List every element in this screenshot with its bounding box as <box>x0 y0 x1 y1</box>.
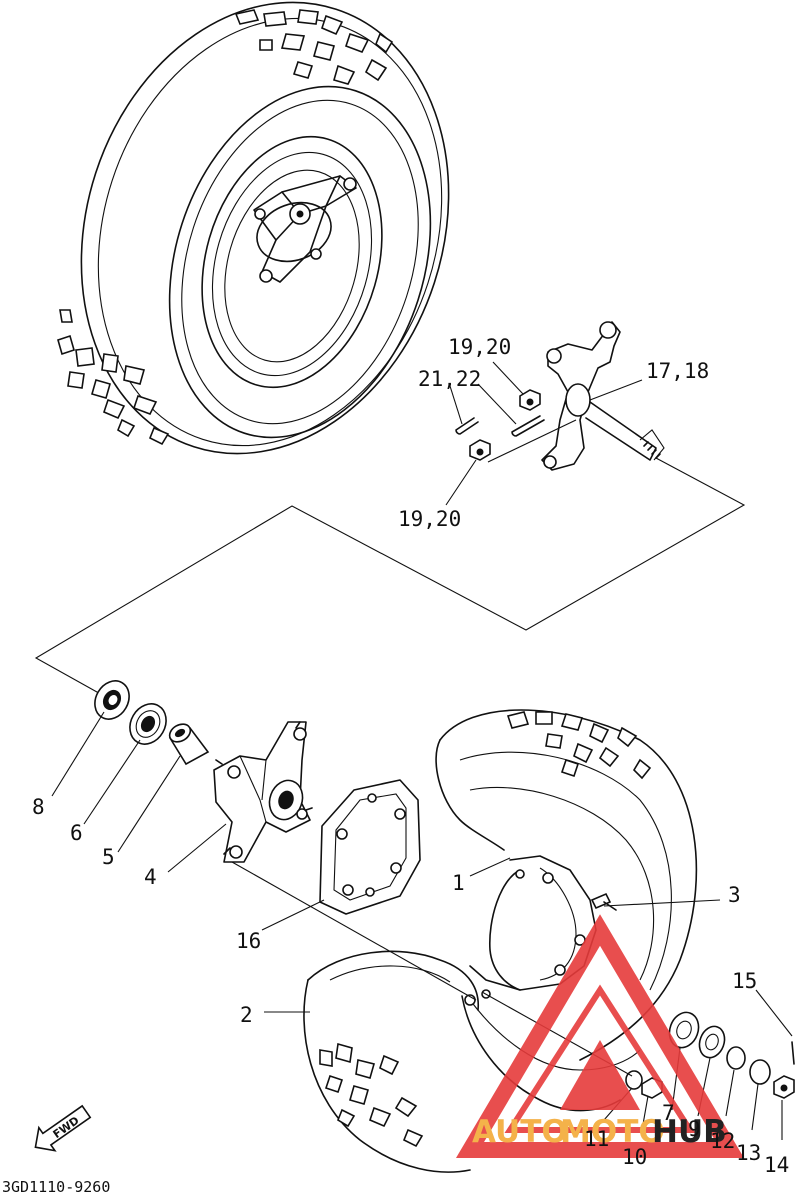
leader-lines-top <box>445 361 643 506</box>
callout-9: 9 <box>688 1117 701 1141</box>
callout-12: 12 <box>710 1129 735 1153</box>
bearing-6 <box>129 703 167 745</box>
automotohub-watermark-logo <box>455 914 745 1158</box>
callout-4: 4 <box>144 865 157 889</box>
fwd-direction-marker: FWD <box>34 1104 92 1152</box>
leader-lines-bottom <box>51 711 793 1140</box>
spacer-5 <box>168 723 210 766</box>
callout-5: 5 <box>102 845 115 869</box>
callout-6: 6 <box>70 821 83 845</box>
diagram-code: 3GD1110-9260 <box>2 1178 110 1195</box>
svg-text:AUTO: AUTO <box>472 1114 568 1150</box>
callout-8: 8 <box>32 795 45 819</box>
callout-15: 15 <box>732 969 757 993</box>
callout-13: 13 <box>736 1141 761 1165</box>
callout-7: 7 <box>662 1101 675 1125</box>
callout-1: 1 <box>452 871 465 895</box>
oil-seal-8 <box>94 680 130 720</box>
hub-4 <box>213 721 313 863</box>
svg-text:HUB: HUB <box>652 1114 727 1150</box>
wheel-rim-halves <box>303 709 698 1173</box>
callout-11: 11 <box>584 1127 609 1151</box>
gasket-16 <box>319 779 421 915</box>
tread-blocks-top <box>234 9 394 85</box>
callout-17-18: 17,18 <box>646 359 709 383</box>
callout-19-20-top: 19,20 <box>448 335 511 359</box>
tread-rear-half <box>506 711 652 780</box>
callout-2: 2 <box>240 1003 253 1027</box>
callout-14: 14 <box>764 1153 789 1177</box>
callout-10: 10 <box>622 1145 647 1169</box>
callout-3: 3 <box>728 883 741 907</box>
assembled-front-wheel <box>57 1 450 455</box>
callout-21-22: 21,22 <box>418 367 481 391</box>
tread-front-half <box>319 1042 424 1148</box>
wheel-hardware <box>625 1011 795 1099</box>
callout-19-20-bottom: 19,20 <box>398 507 461 531</box>
svg-text:MOTO: MOTO <box>560 1114 665 1150</box>
steering-knuckle <box>455 321 665 471</box>
callout-16: 16 <box>236 929 261 953</box>
automotohub-watermark-text: AUTO MOTO HUB <box>472 1114 727 1150</box>
exploded-assembly-frame <box>34 457 746 707</box>
tread-blocks-bottom <box>57 309 170 446</box>
callout-labels: 19,20 21,22 17,18 19,20 8 6 5 4 16 1 3 2… <box>32 335 789 1177</box>
